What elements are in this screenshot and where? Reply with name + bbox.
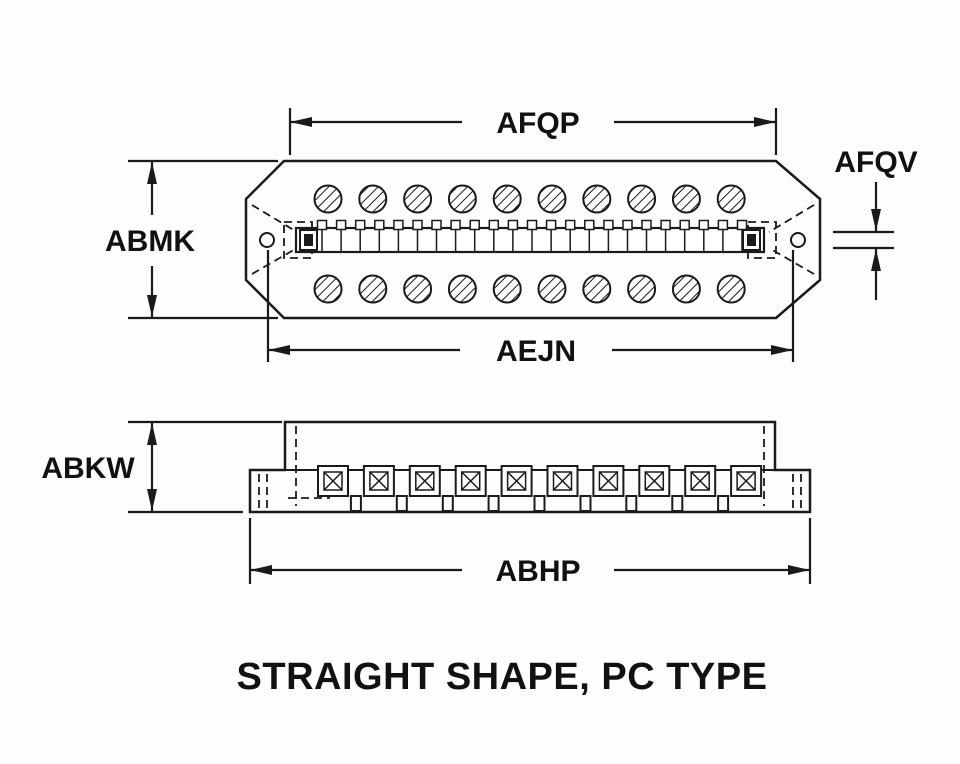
screw-hole	[403, 274, 433, 304]
contact-knob	[526, 219, 538, 231]
screw-hole	[447, 184, 477, 214]
terminal-screw	[454, 465, 487, 497]
screw-hole	[358, 274, 388, 304]
contact-knob	[507, 219, 519, 231]
contact-knob	[717, 219, 729, 231]
screw-row-top	[313, 184, 746, 214]
dim-afqv	[833, 182, 894, 300]
side-body-outline	[248, 420, 812, 514]
contact-knob	[545, 219, 557, 231]
terminal-screw	[408, 465, 441, 497]
contact-knob	[679, 219, 690, 231]
contact-knob	[564, 219, 576, 231]
screw-hole	[627, 274, 657, 304]
end-clamp-right-core	[747, 234, 756, 246]
terminal-screw	[592, 465, 625, 497]
end-clamp-left	[299, 229, 318, 251]
diagram-title: STRAIGHT SHAPE, PC TYPE	[237, 656, 768, 698]
contact-knob	[393, 219, 404, 231]
dim-label-abhp: ABHP	[495, 555, 580, 588]
terminal-screw	[546, 465, 579, 497]
screw-hole	[447, 274, 477, 304]
terminal-screw	[638, 465, 671, 497]
connector-body-outline	[244, 159, 822, 320]
pc-pin	[579, 495, 592, 512]
contact-knob	[660, 219, 671, 231]
side-pins	[349, 495, 730, 512]
screw-hole	[537, 184, 567, 214]
end-clamp-right	[742, 229, 761, 251]
contact-knob	[316, 219, 328, 231]
dim-aejn	[266, 250, 795, 362]
side-terminals	[317, 465, 763, 497]
screw-hole	[671, 184, 701, 214]
screw-hole	[313, 274, 343, 304]
terminal-screw	[317, 465, 349, 497]
side-hidden-lines	[258, 426, 802, 508]
hidden-diagonal	[251, 204, 298, 233]
top-view	[244, 159, 822, 320]
contact-knob	[641, 219, 652, 231]
screw-hole	[582, 184, 612, 214]
contact-knob	[335, 219, 347, 231]
screw-hole	[403, 184, 433, 214]
contact-ladder	[316, 219, 748, 251]
contact-knob	[622, 219, 633, 231]
contact-knob	[450, 219, 461, 231]
pc-pin	[533, 495, 546, 512]
terminal-strip-body	[294, 226, 766, 254]
pc-pin	[625, 495, 638, 512]
contact-knob	[584, 219, 595, 231]
screw-hole	[627, 184, 657, 214]
dim-label-aejn: AEJN	[496, 335, 576, 368]
contact-knob	[603, 219, 614, 231]
contact-knob	[431, 219, 442, 231]
contact-knob	[488, 219, 500, 231]
dimensions	[128, 108, 894, 584]
dim-label-abkw: ABKW	[41, 452, 135, 485]
pc-pin	[441, 495, 454, 512]
dim-label-abmk: ABMK	[105, 225, 195, 258]
hidden-diagonal	[251, 247, 298, 275]
screw-hole	[313, 184, 343, 214]
dim-label-afqv: AFQV	[834, 146, 917, 179]
screw-hole	[358, 184, 388, 214]
contact-knob	[469, 219, 480, 231]
terminal-strip	[294, 219, 766, 254]
dim-label-afqp: AFQP	[496, 107, 579, 140]
screw-hole	[671, 274, 701, 304]
contact-knob	[412, 219, 423, 231]
mounting-hole-left	[259, 232, 275, 248]
terminal-screw	[684, 465, 717, 497]
contact-knob	[354, 219, 366, 231]
screw-row-bottom	[313, 274, 746, 304]
contact-knob	[698, 219, 710, 231]
pc-pin	[349, 495, 362, 512]
mounting-hole-right	[790, 232, 806, 248]
screw-hole	[492, 184, 522, 214]
pc-pin	[717, 495, 730, 512]
dimension-labels: AFQP AFQV ABMK AEJN ABKW ABHP	[41, 107, 917, 588]
contact-knob	[374, 219, 385, 231]
terminal-screw	[500, 465, 533, 497]
screw-hole	[582, 274, 612, 304]
terminal-screw	[730, 465, 763, 497]
screw-hole	[492, 274, 522, 304]
pc-pin	[395, 495, 408, 512]
pc-pin	[487, 495, 500, 512]
dim-abmk	[128, 159, 278, 320]
end-clamp-left-core	[304, 234, 313, 246]
screw-hole	[716, 274, 746, 304]
terminal-screw	[362, 465, 395, 497]
dim-abkw	[128, 420, 282, 514]
dim-afqp	[288, 108, 778, 155]
dim-abhp	[248, 518, 812, 584]
contact-knob	[736, 219, 748, 231]
side-view	[248, 420, 812, 514]
screw-hole	[716, 184, 746, 214]
pc-pin	[671, 495, 684, 512]
screw-hole	[537, 274, 567, 304]
